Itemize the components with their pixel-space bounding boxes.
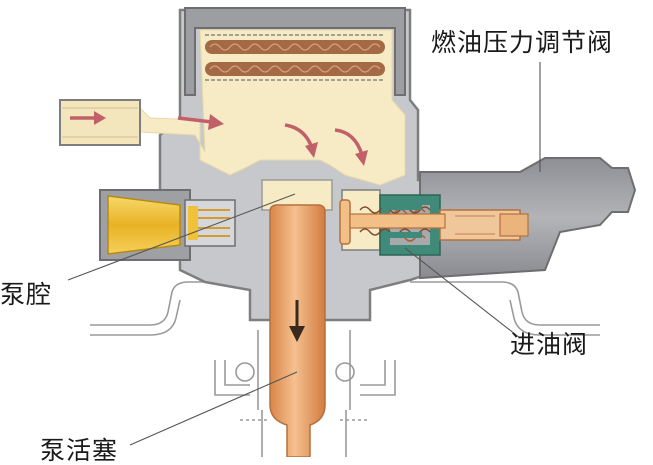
pump-chamber-label: 泵腔 [0,280,53,309]
mounting-flange [90,281,600,457]
leader-lines [67,62,541,446]
pump-piston [269,204,326,457]
fuel-flow-arrows [70,111,368,166]
inlet-valve [339,199,446,245]
inlet-valve-label: 进油阀 [510,330,589,359]
damper-springs [205,34,385,81]
fuel-pressure-regulator-label: 燃油压力调节阀 [431,28,614,57]
pump-piston-label: 泵活塞 [40,436,119,465]
